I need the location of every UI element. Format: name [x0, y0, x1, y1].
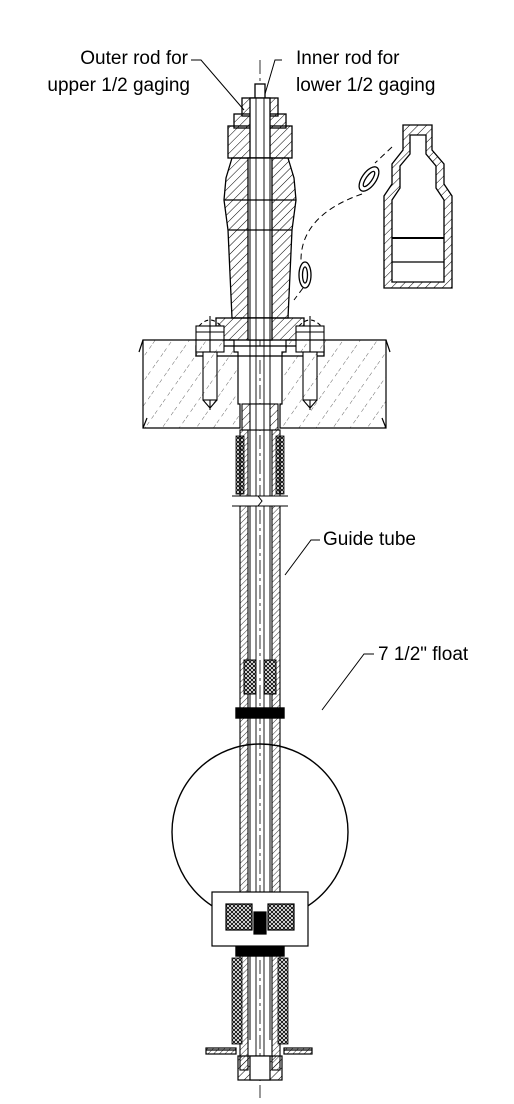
chain-link-lower — [298, 261, 312, 289]
magnet-housing — [211, 891, 309, 947]
chain-path — [293, 146, 393, 301]
lower-spring — [231, 957, 289, 1045]
coupling-nut — [241, 403, 279, 431]
protective-cap — [383, 124, 453, 289]
rod-coupling — [243, 659, 277, 695]
outer-rod-label-line2: upper 1/2 gaging — [47, 75, 190, 96]
housing-body — [223, 157, 297, 319]
inner-rod-label-line2: lower 1/2 gaging — [296, 75, 435, 96]
outer-rod-label-line1: Outer rod for — [80, 48, 188, 69]
inner-rod-label-line1: Inner rod for — [296, 48, 400, 69]
bottom-stop — [205, 1047, 313, 1081]
guide-tube-label: Guide tube — [323, 529, 416, 550]
float-label: 7 1/2" float — [378, 644, 469, 665]
chain-link-upper — [358, 166, 380, 192]
top-cap — [227, 97, 293, 159]
break-mark — [232, 495, 288, 507]
deck-slab — [138, 339, 391, 429]
outer-rod — [249, 98, 271, 1040]
leader-lines — [191, 59, 374, 711]
